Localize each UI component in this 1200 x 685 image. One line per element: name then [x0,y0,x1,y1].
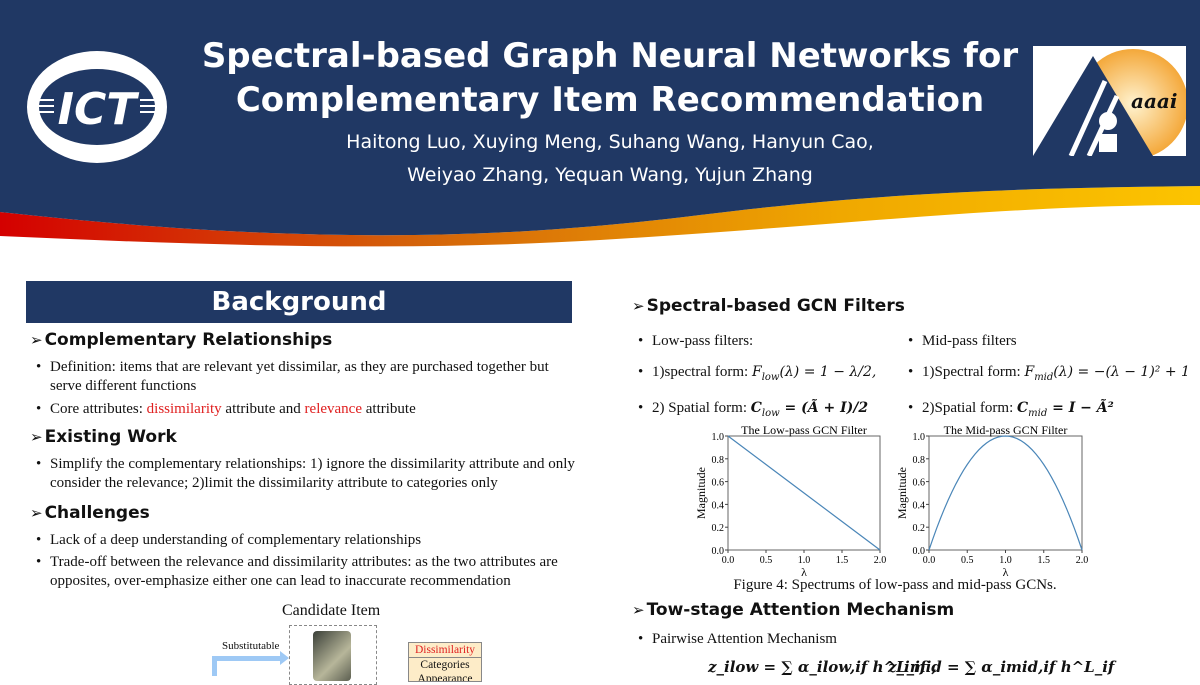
aaai-logo: aaai [1033,46,1186,156]
background-content: ➢Complementary Relationships Definition:… [30,330,575,591]
bullet: 2)Spatial form: Cmid = I − Ã² [902,399,1200,423]
figure-caption: Figure 4: Spectrums of low-pass and mid-… [733,577,1057,593]
x-tick-label: 1.5 [1038,555,1051,566]
bullet: Simplify the complementary relationships… [30,455,575,493]
bullet: 1)Spectral form: Fmid(λ) = −(λ − 1)² + 1 [902,363,1200,387]
mid-pass-filters: Mid-pass filters 1)Spectral form: Fmid(λ… [902,332,1200,423]
arrow-shaft-vertical [212,656,217,676]
attention-equation-low: z_ilow = ∑ α_ilow,if h^L_if , [708,658,937,676]
x-tick-label: 2.0 [874,555,887,566]
chart-title: The Mid-pass GCN Filter [944,423,1068,437]
x-axis-label: λ [801,565,807,579]
bullet: Pairwise Attention Mechanism [632,630,837,649]
section-heading-attention: ➢Tow-stage Attention Mechanism [632,600,955,620]
ict-logo-text: ICT [58,84,140,135]
y-tick-label: 0.8 [913,455,926,466]
bullet: 2) Spatial form: Clow = (Ã + I)/2 [632,399,912,423]
y-tick-label: 0.0 [913,546,926,557]
y-tick-label: 0.0 [712,546,725,557]
chart-title: The Low-pass GCN Filter [741,423,867,437]
bullet: Low-pass filters: [632,332,912,351]
phone-image [313,631,351,681]
arrow-head-icon [280,651,289,665]
section-heading: ➢Challenges [30,503,150,523]
candidate-item-label: Candidate Item [282,602,381,619]
low-pass-filters: Low-pass filters: 1)spectral form: Flow(… [632,332,912,423]
y-tick-label: 0.2 [712,523,725,534]
section-heading: ➢Complementary Relationships [30,330,333,350]
section-heading-filters: ➢Spectral-based GCN Filters [632,296,905,316]
bullet: Mid-pass filters [902,332,1200,351]
orange-wave [0,186,1200,247]
x-tick-label: 1.5 [836,555,849,566]
header-banner [0,0,1200,247]
y-axis-label: Magnitude [895,467,909,519]
arrow-shaft [212,656,282,661]
y-axis-label: Magnitude [694,467,708,519]
y-tick-label: 1.0 [913,432,926,443]
x-tick-label: 2.0 [1076,555,1089,566]
x-tick-label: 1.0 [999,555,1012,566]
bullet: Lack of a deep understanding of compleme… [30,531,575,550]
series-line [928,435,1083,551]
x-tick-label: 1.0 [798,555,811,566]
navy-banner [0,0,1200,236]
x-tick-label: 0.0 [923,555,936,566]
x-axis-label: λ [1003,565,1009,579]
y-tick-label: 0.6 [913,478,926,489]
y-tick-label: 0.6 [712,478,725,489]
y-tick-label: 0.4 [913,500,926,511]
y-tick-label: 0.8 [712,455,725,466]
y-tick-label: 1.0 [712,432,725,443]
series-line [727,435,881,551]
y-tick-label: 0.4 [712,500,725,511]
bullet-core-attributes: Core attributes: dissimilarity attribute… [30,400,575,419]
bullet: Definition: items that are relevant yet … [30,358,575,396]
authors: Haitong Luo, Xuying Meng, Suhang Wang, H… [346,131,874,186]
svg-text:aaai: aaai [1131,89,1177,113]
substitutable-label: Substitutable [222,640,280,652]
x-tick-label: 0.5 [961,555,974,566]
bullet: Trade-off between the relevance and diss… [30,553,575,591]
poster-title: Spectral-based Graph Neural Networks for… [201,36,1019,120]
x-tick-label: 0.5 [760,555,773,566]
bullet: 1)spectral form: Flow(λ) = 1 − λ/2, [632,363,912,387]
attention-equation-mid: z_imid = ∑ α_imid,if h^L_if [888,658,1115,676]
section-heading: ➢Existing Work [30,427,177,447]
x-tick-label: 0.0 [722,555,735,566]
y-tick-label: 0.2 [913,523,926,534]
ict-logo: ICT [24,48,170,166]
background-header: Background [26,281,572,323]
